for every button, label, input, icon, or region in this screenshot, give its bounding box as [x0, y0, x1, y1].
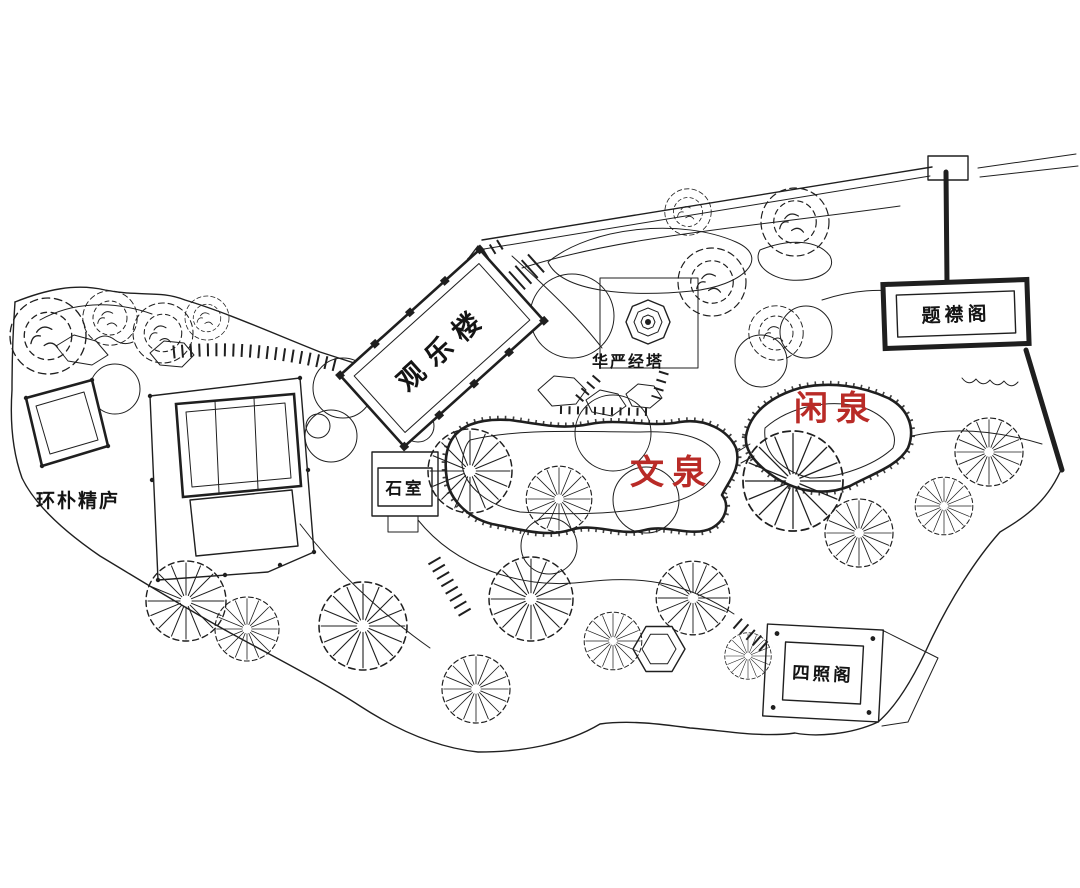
stair-center — [427, 556, 475, 622]
building-sizhaoge: 四照阁 — [761, 623, 939, 727]
stair-ramp-west — [172, 343, 338, 372]
pond-xianquan — [736, 380, 916, 496]
label-shishi: 石室 — [385, 478, 425, 498]
stairs — [172, 236, 774, 656]
label-tijinge: 题襟阁 — [921, 302, 991, 327]
label-huanpu-jinglu: 环朴精庐 — [36, 489, 120, 512]
building-guanlelou: 观乐楼 — [335, 244, 549, 452]
stair-north — [467, 236, 509, 268]
building-shishi: 石室 — [371, 451, 439, 533]
label-xianquan: 闲泉 — [794, 389, 878, 429]
rockery-stones — [537, 375, 663, 417]
label-wenquan: 文泉 — [630, 453, 714, 493]
site-boundary — [10, 153, 1079, 753]
building-huayan-pagoda: 华严经塔 — [592, 277, 699, 371]
stair-sizhaoge — [732, 618, 774, 656]
label-sizhaoge: 四照阁 — [792, 662, 855, 686]
label-huayan-pagoda: 华严经塔 — [592, 352, 664, 371]
building-tijinge: 题襟阁 — [880, 276, 1032, 387]
building-huanpu-jinglu: 环朴精庐 — [23, 375, 317, 583]
